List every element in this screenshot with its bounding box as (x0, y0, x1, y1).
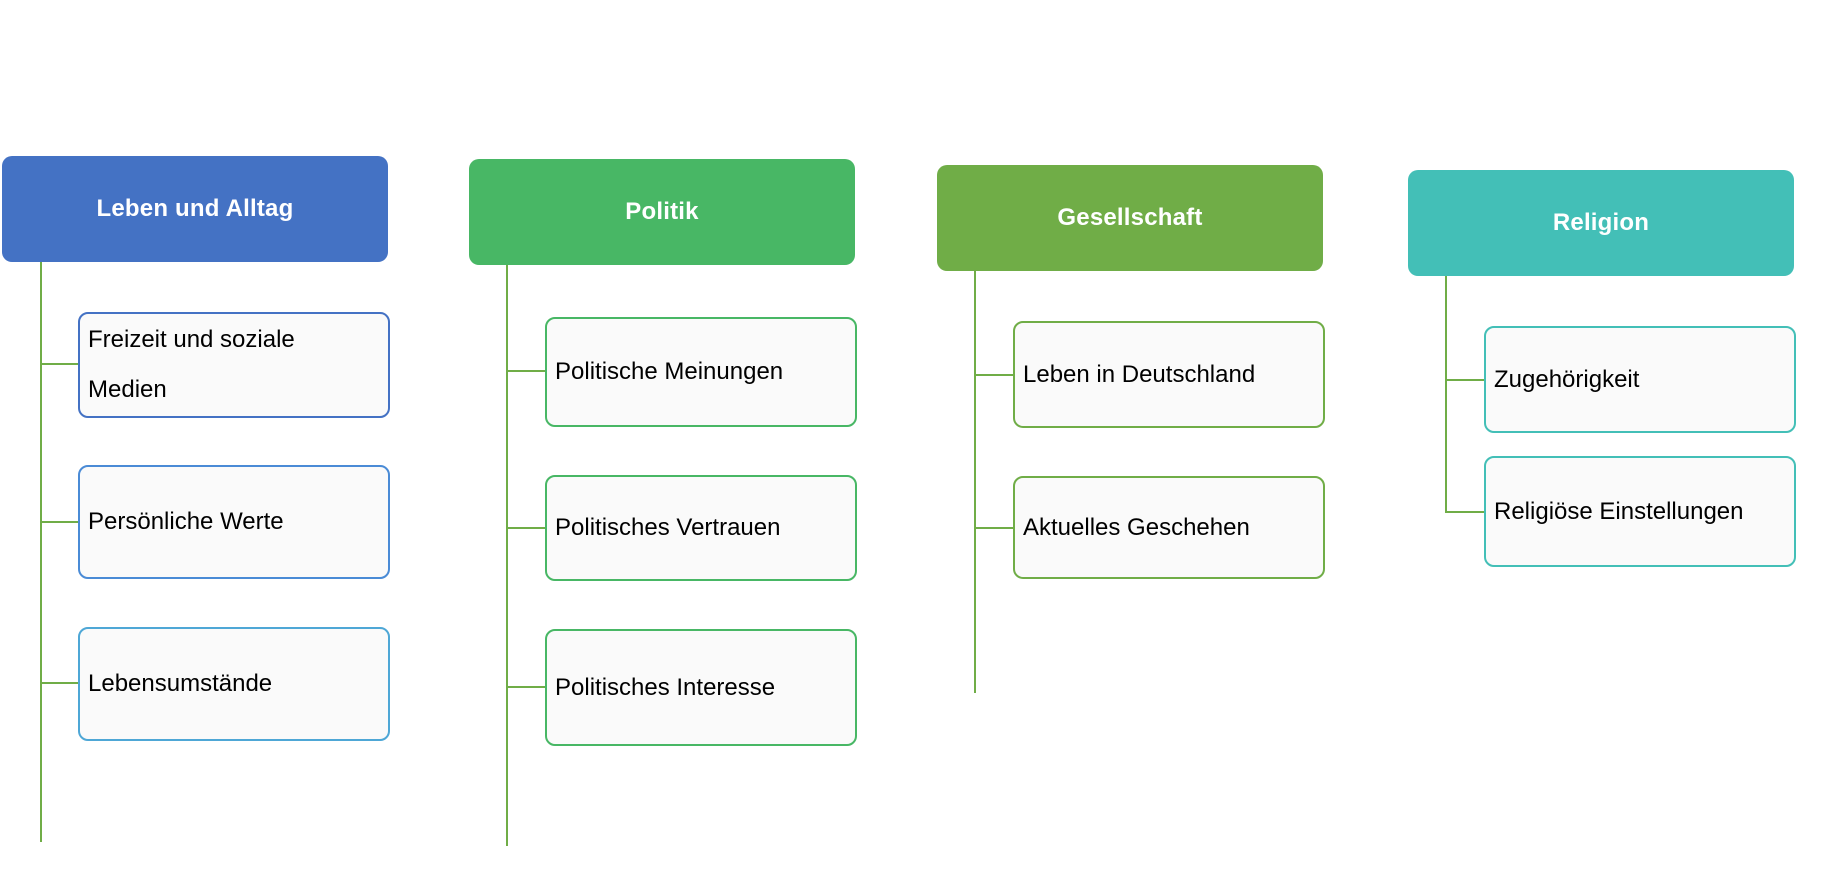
header-gesellschaft: Gesellschaft (937, 165, 1323, 271)
connector-horizontal (974, 527, 1014, 529)
item-leben-in-deutschland: Leben in Deutschland (1013, 321, 1325, 428)
item-religioese-einstellungen: Religiöse Einstellungen (1484, 456, 1796, 567)
header-religion: Religion (1408, 170, 1794, 276)
connector-horizontal (974, 374, 1014, 376)
item-zugehoerigkeit: Zugehörigkeit (1484, 326, 1796, 433)
item-lebensumstaende: Lebensumstände (78, 627, 390, 741)
connector-vertical (1445, 276, 1447, 513)
connector-horizontal (506, 370, 546, 372)
header-politik: Politik (469, 159, 855, 265)
connector-horizontal (40, 363, 80, 365)
connector-horizontal (1445, 511, 1485, 513)
connector-vertical (40, 262, 42, 842)
connector-horizontal (40, 521, 80, 523)
connector-horizontal (506, 686, 546, 688)
connector-horizontal (506, 527, 546, 529)
item-politisches-vertrauen: Politisches Vertrauen (545, 475, 857, 581)
item-politisches-interesse: Politisches Interesse (545, 629, 857, 746)
connector-horizontal (1445, 379, 1485, 381)
connector-vertical (974, 271, 976, 693)
item-politische-meinungen: Politische Meinungen (545, 317, 857, 427)
connector-horizontal (40, 682, 80, 684)
item-freizeit-und-soziale-medien: Freizeit und soziale Medien (78, 312, 390, 418)
connector-vertical (506, 265, 508, 846)
item-aktuelles-geschehen: Aktuelles Geschehen (1013, 476, 1325, 579)
header-leben-und-alltag: Leben und Alltag (2, 156, 388, 262)
item-persoenliche-werte: Persönliche Werte (78, 465, 390, 579)
